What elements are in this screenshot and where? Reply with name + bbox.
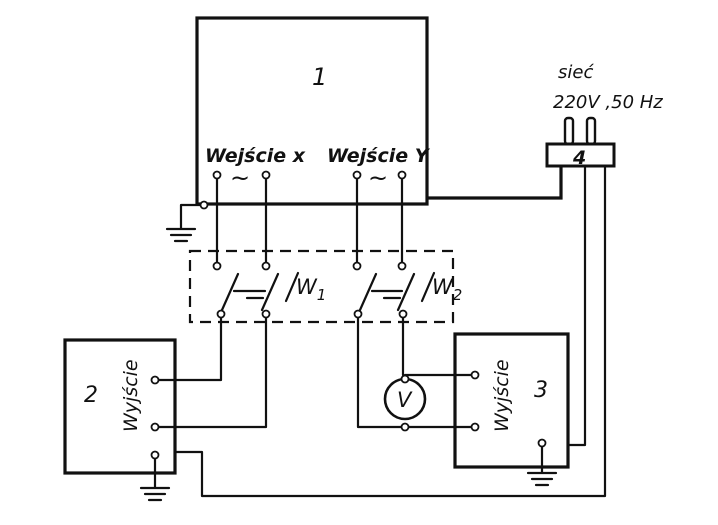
- device-3-ground-terminal: [537, 438, 547, 448]
- device-1-box: [195, 16, 429, 206]
- device-2-terminal-1: [150, 375, 160, 385]
- device-2-ground-terminal: [150, 450, 160, 460]
- device-2-power-line: [173, 164, 607, 498]
- switch-w2-label: W2: [432, 275, 462, 304]
- plug-label: 4: [572, 147, 586, 169]
- wire-w2-to-voltmeter-low: [356, 316, 403, 429]
- device-2-output-label: Wyjście: [120, 359, 142, 432]
- device-3-label: 3: [534, 378, 548, 403]
- mains-voltage-label: 220V ,50 Hz: [553, 92, 663, 113]
- device-3-box: [453, 332, 570, 469]
- device-2-box: [63, 338, 177, 475]
- device-3-output-label: Wyjście: [491, 359, 513, 432]
- input-x-label: Wejście x: [205, 145, 306, 167]
- ground-symbol-2: [139, 457, 171, 502]
- device-2-terminal-2: [150, 422, 160, 432]
- switch-block-border: [188, 249, 455, 324]
- ground-symbol-1: [165, 203, 206, 243]
- input-x-terminal-1: [212, 170, 222, 180]
- wire-w1-to-device-2-b: [157, 316, 268, 429]
- device-3-terminal-2: [470, 422, 480, 432]
- input-y-terminal-2: [397, 170, 407, 180]
- switch-w1-label: W1: [296, 275, 326, 304]
- wire-w1-to-device-2-a: [157, 316, 223, 382]
- ground-symbol-3: [526, 445, 558, 487]
- voltmeter-top-terminal: [400, 374, 410, 384]
- mains-plug: [545, 116, 616, 168]
- device-2-label: 2: [84, 383, 98, 408]
- input-y-label: Wejście Y: [327, 145, 431, 167]
- device-1-power-line: [427, 165, 563, 200]
- device-1-label: 1: [312, 63, 327, 91]
- device-1-ground-terminal: [199, 200, 209, 210]
- mains-label: sieć: [558, 62, 594, 83]
- voltmeter-label: V: [397, 388, 413, 412]
- input-y-terminal-1: [352, 170, 362, 180]
- input-x-ac-symbol: ~: [230, 164, 250, 192]
- device-3-power-line: [566, 164, 587, 447]
- voltmeter-bottom-terminal: [400, 422, 410, 432]
- switch-w2: [352, 177, 436, 319]
- switch-w1: [212, 177, 300, 319]
- input-x-terminal-2: [261, 170, 271, 180]
- input-y-ac-symbol: ~: [368, 164, 388, 192]
- device-3-terminal-1: [470, 370, 480, 380]
